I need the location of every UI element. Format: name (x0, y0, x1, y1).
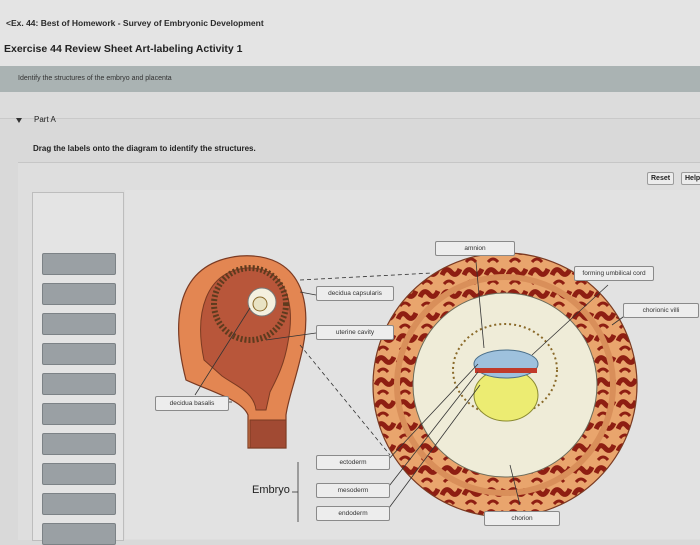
label-amnion[interactable]: amnion (435, 241, 515, 257)
uterus-drawing (178, 255, 307, 449)
label-bank (32, 192, 124, 545)
part-a-header[interactable] (0, 92, 700, 119)
label-slot[interactable] (42, 463, 116, 485)
label-decidua-capsularis[interactable]: decidua capsularis (316, 286, 394, 302)
breadcrumb-link[interactable]: <Ex. 44: Best of Homework - Survey of Em… (6, 18, 264, 28)
label-mesoderm[interactable]: mesoderm (316, 483, 390, 499)
reset-button[interactable]: Reset (647, 172, 675, 185)
placenta-drawing (372, 252, 638, 518)
part-a-prompt: Drag the labels onto the diagram to iden… (33, 144, 256, 153)
instructions-text: Identify the structures of the embryo an… (18, 75, 172, 82)
label-endoderm[interactable]: endoderm (316, 506, 390, 522)
collapse-triangle-icon[interactable] (16, 118, 22, 123)
top-header (0, 0, 700, 66)
label-slot[interactable] (42, 403, 116, 425)
label-slot[interactable] (42, 433, 116, 455)
help-button[interactable]: Help (681, 172, 700, 185)
label-ectoderm[interactable]: ectoderm (316, 455, 390, 471)
instructions-bar: Identify the structures of the embryo an… (0, 66, 700, 92)
label-decidua-basalis[interactable]: decidua basalis (155, 396, 229, 412)
label-chorion[interactable]: chorion (484, 511, 560, 527)
label-slot[interactable] (42, 493, 116, 515)
part-a-label[interactable]: Part A (34, 115, 56, 124)
leader-lines (194, 261, 631, 522)
page-title: Exercise 44 Review Sheet Art-labeling Ac… (4, 43, 243, 55)
label-chorionic-villi[interactable]: chorionic villi (623, 303, 699, 319)
embryo-caption: Embryo (252, 484, 290, 496)
label-forming-umbilical-cord[interactable]: forming umbilical cord (574, 266, 654, 282)
label-slot[interactable] (42, 283, 116, 305)
label-slot[interactable] (42, 313, 116, 335)
label-slot[interactable] (42, 343, 116, 365)
label-uterine-cavity[interactable]: uterine cavity (316, 325, 394, 341)
label-slot[interactable] (42, 253, 116, 275)
label-slot[interactable] (42, 373, 116, 395)
